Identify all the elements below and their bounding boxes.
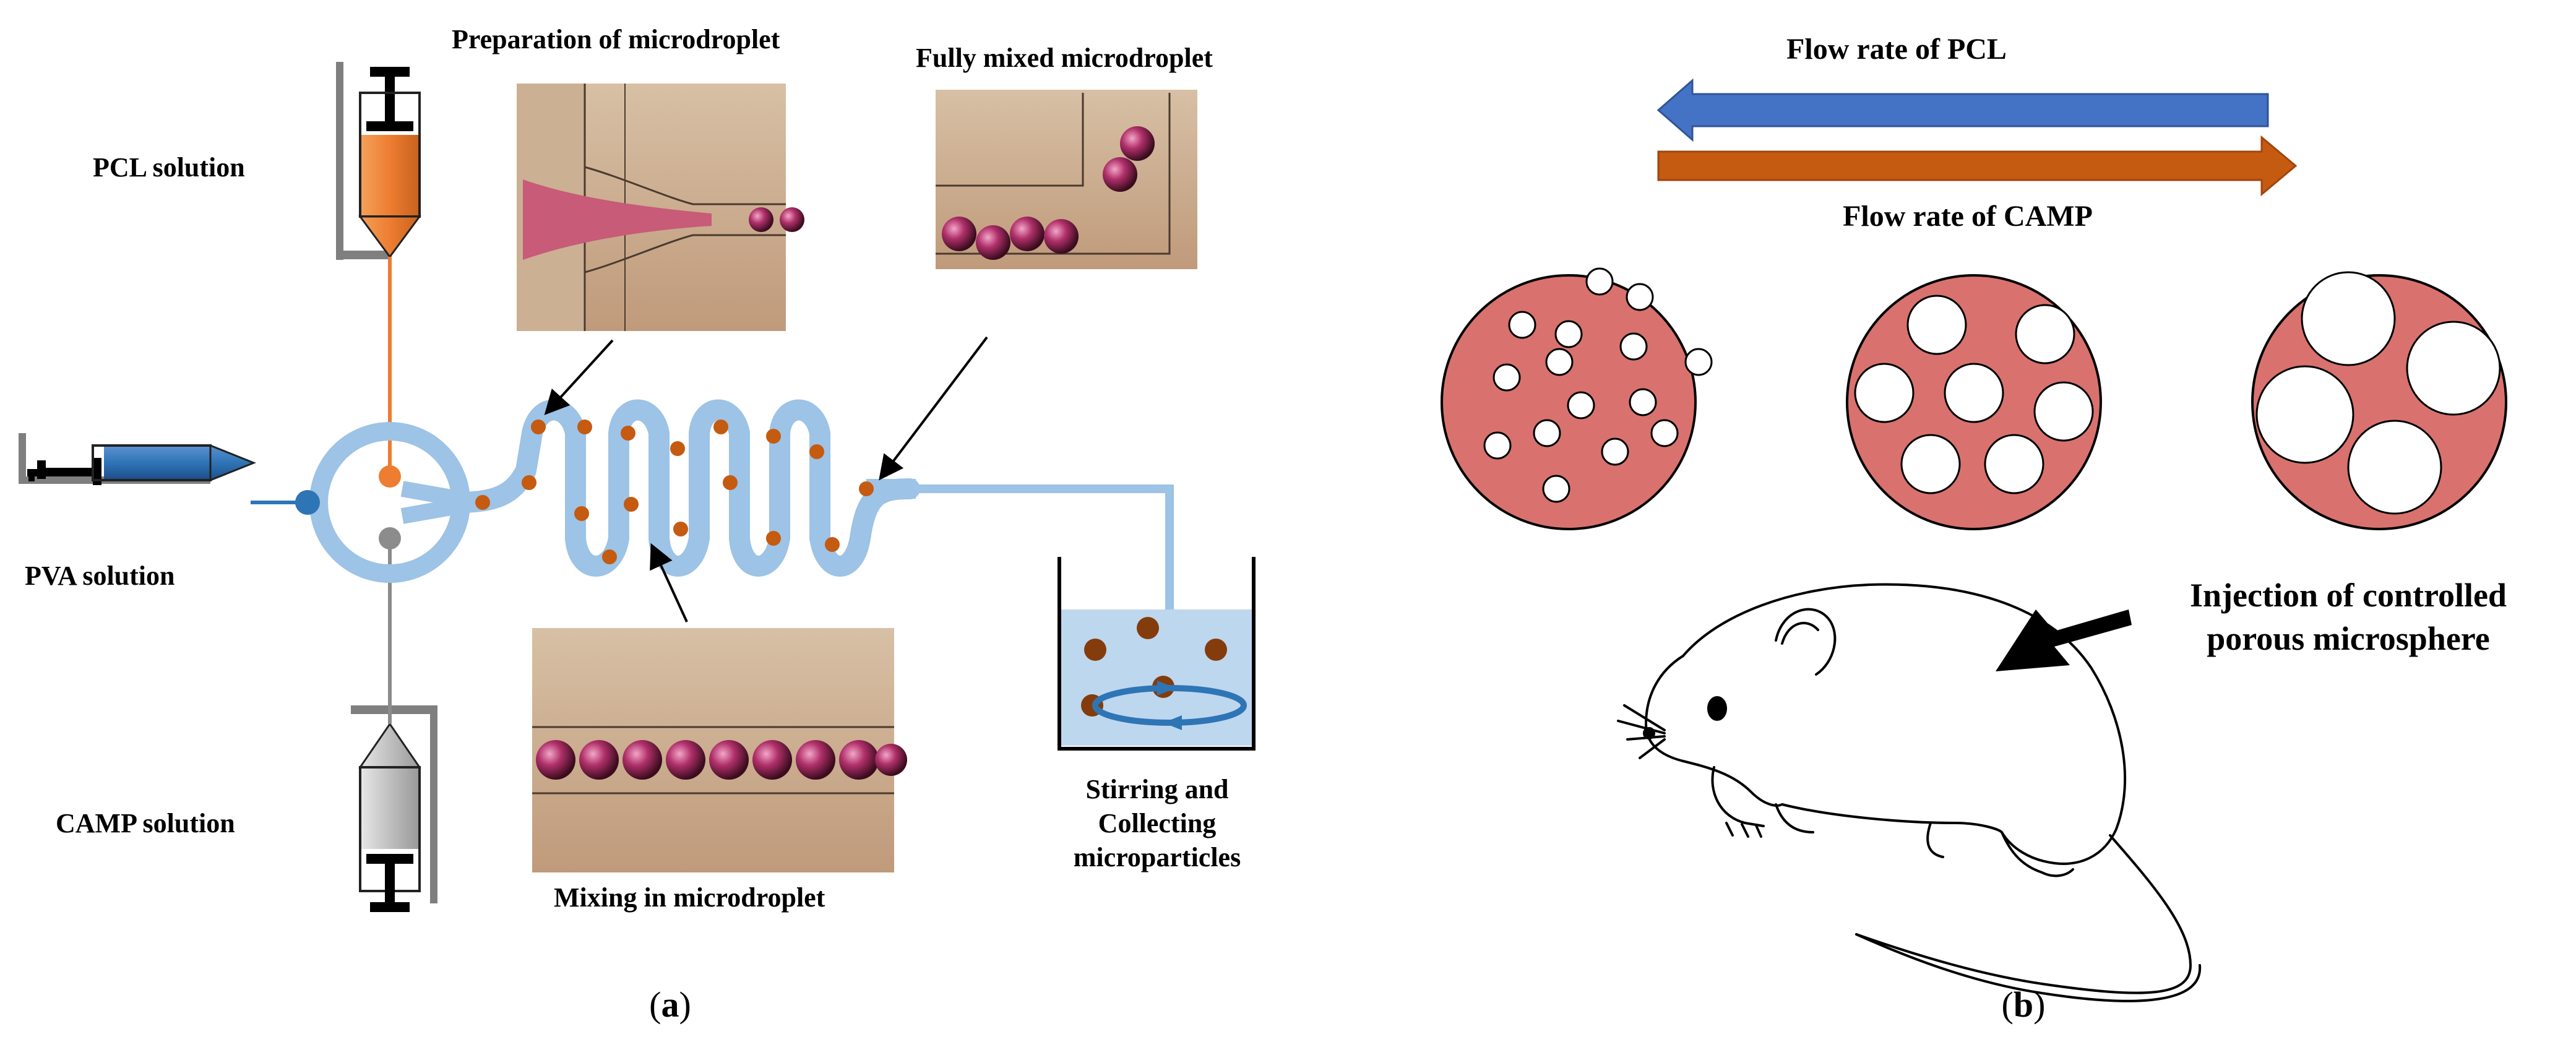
label-flow-camp: Flow rate of CAMP — [1843, 200, 2093, 233]
label-stirring-3: microparticles — [1074, 842, 1241, 872]
beaker-icon — [1058, 557, 1256, 751]
camp-inlet-dot — [379, 527, 401, 549]
label-stirring-1: Stirring and — [1085, 774, 1228, 804]
micrograph-fully-mixed — [936, 90, 1197, 269]
panel-b: Flow rate of PCL Flow rate of CAMP — [1441, 33, 2507, 1025]
pva-syringe-icon — [19, 433, 257, 485]
label-mixing: Mixing in microdroplet — [554, 882, 825, 913]
caption-a: (a) — [649, 984, 691, 1025]
pva-inlet-dot — [295, 490, 320, 515]
label-flow-pcl: Flow rate of PCL — [1786, 33, 2007, 66]
label-pcl-solution: PCL solution — [93, 152, 245, 183]
mouse-icon — [1617, 583, 2202, 1002]
arrow-flow-camp — [1657, 135, 2298, 197]
label-fully-mixed: Fully mixed microdroplet — [916, 43, 1213, 73]
micrograph-mixing — [532, 628, 907, 872]
injection-arrow-icon — [1996, 609, 2132, 671]
caption-b: (b) — [2002, 984, 2046, 1025]
arrow-fully-mixed — [879, 336, 988, 481]
serpentine-channel — [447, 399, 920, 577]
arrow-preparation — [544, 339, 614, 415]
panel-a: PCL solution PVA solution CAMP solution … — [19, 24, 1256, 1025]
pcl-inlet-dot — [379, 465, 401, 488]
label-injection-2: porous microsphere — [2207, 620, 2490, 657]
label-pva-solution: PVA solution — [25, 561, 175, 591]
micrograph-preparation — [517, 84, 804, 331]
camp-syringe-icon — [351, 705, 437, 912]
label-camp-solution: CAMP solution — [56, 808, 235, 838]
microsphere-large-pores — [2251, 271, 2507, 530]
microsphere-small-pores — [1441, 267, 1713, 530]
channel-droplets — [475, 420, 874, 564]
arrow-mixing — [650, 543, 688, 622]
pcl-syringe-icon — [336, 62, 421, 260]
microsphere-medium-pores — [1846, 274, 2102, 530]
label-preparation: Preparation of microdroplet — [452, 24, 780, 54]
arrow-flow-pcl — [1656, 78, 2269, 142]
rotation-arrow-icon — [1092, 681, 1247, 730]
label-stirring-2: Collecting — [1098, 808, 1217, 838]
label-injection-1: Injection of controlled — [2190, 577, 2507, 614]
